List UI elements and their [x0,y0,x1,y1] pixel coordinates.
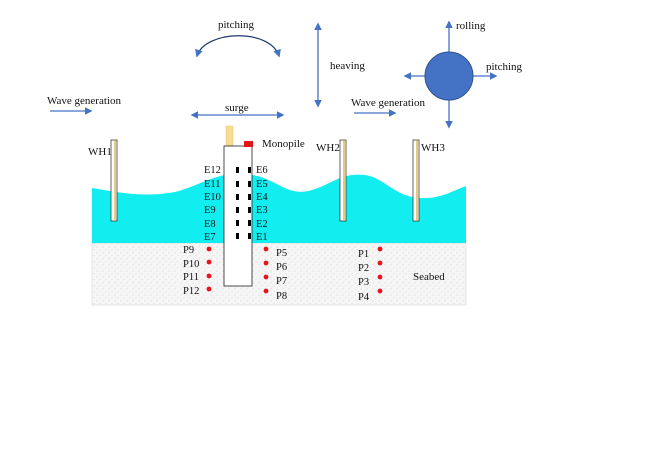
heaving-label: heaving [330,60,365,72]
pressure-dot-p5 [263,246,269,252]
rolling-label: rolling [456,20,486,32]
wave-gauge-label-wh1: WH1 [88,146,112,158]
strain-mark-right-6 [248,233,251,239]
strain-mark-right-1 [248,167,251,173]
strain-label-e4: E4 [256,192,268,203]
strain-mark-right-2 [248,181,251,187]
strain-label-e7: E7 [204,232,216,243]
wave-gauge-label-wh2: WH2 [316,142,340,154]
strain-label-e12: E12 [204,165,221,176]
pressure-dot-p12 [206,286,212,292]
pressure-dot-p10 [206,259,212,265]
strain-mark-left-3 [236,194,239,200]
seabed-layer [91,242,467,306]
strain-label-e9: E9 [204,205,216,216]
strain-label-e2: E2 [256,219,268,230]
wave-gauge-wh3 [412,139,420,222]
monopile-top-rod [225,125,234,147]
pressure-label-p3: P3 [358,277,369,288]
pressure-dot-p2 [377,260,383,266]
strain-label-e11: E11 [204,179,221,190]
pitching-label-top: pitching [218,19,255,31]
pressure-label-p12: P12 [183,286,199,297]
strain-label-e10: E10 [204,192,221,203]
pressure-label-p5: P5 [276,248,287,259]
wave-gauge-label-wh3: WH3 [421,142,445,154]
wave-generation-label-right: Wave generation [351,97,425,109]
pressure-dot-p3 [377,274,383,280]
strain-mark-left-4 [236,207,239,213]
pressure-sensor-dots [206,246,383,294]
strain-mark-right-4 [248,207,251,213]
strain-label-e8: E8 [204,219,216,230]
pressure-dot-p8 [263,288,269,294]
pressure-label-p9: P9 [183,245,194,256]
strain-mark-left-1 [236,167,239,173]
monopile-marker [244,141,253,147]
pressure-label-p1: P1 [358,249,369,260]
pressure-dot-p9 [206,246,212,252]
strain-mark-right-5 [248,220,251,226]
wave-gauge-wh2 [339,139,347,222]
strain-mark-left-2 [236,181,239,187]
wave-generation-label-left: Wave generation [47,95,121,107]
pressure-dot-p4 [377,288,383,294]
surge-label: surge [225,102,249,114]
pressure-dot-p11 [206,273,212,279]
pressure-label-p4: P4 [358,292,370,303]
pressure-label-p2: P2 [358,263,369,274]
water-wave-surface [92,173,466,243]
pressure-label-p7: P7 [276,276,287,287]
pressure-dot-p6 [263,260,269,266]
pressure-label-p8: P8 [276,291,287,302]
pressure-label-p10: P10 [183,259,199,270]
pitching-label-right: pitching [486,61,523,73]
strain-mark-left-6 [236,233,239,239]
pressure-dot-p7 [263,274,269,280]
seabed-label: Seabed [413,271,445,283]
strain-label-e5: E5 [256,179,268,190]
strain-label-e3: E3 [256,205,268,216]
pressure-label-p11: P11 [183,272,199,283]
wave-gauge-wh1 [110,139,118,222]
pressure-dot-p1 [377,246,383,252]
strain-mark-left-5 [236,220,239,226]
strain-gauge-marks [236,167,251,239]
strain-label-e6: E6 [256,165,268,176]
monopile-label: Monopile [262,138,305,150]
strain-label-e1: E1 [256,232,268,243]
pressure-label-p6: P6 [276,262,287,273]
strain-mark-right-3 [248,194,251,200]
pitching-arc-arrow [195,35,281,58]
motion-sphere [424,51,474,101]
